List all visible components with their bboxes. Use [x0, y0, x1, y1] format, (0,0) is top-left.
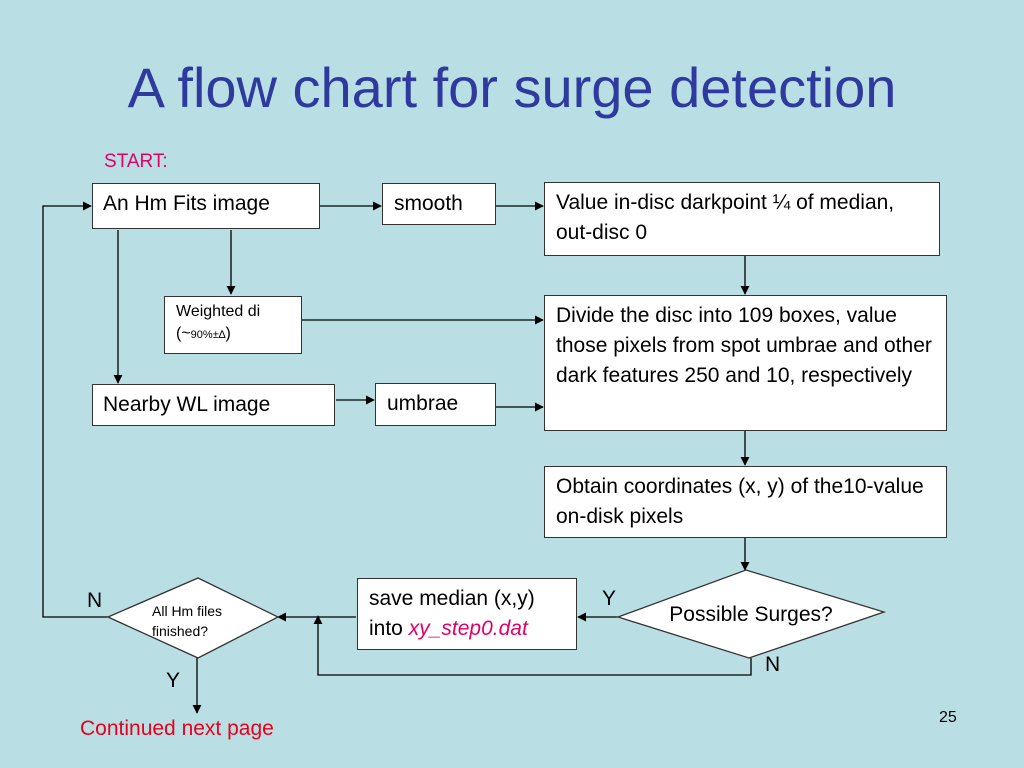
weighted-line2: (~90%±∆): [176, 325, 231, 342]
weighted-box: Weighted di (~90%±∆): [164, 296, 302, 354]
edge-label-allhm-no: N: [87, 589, 103, 612]
save-median-line2: into xy_step0.dat: [369, 617, 528, 640]
darkpoint-box: Value in-disc darkpoint ¼ of median, out…: [544, 182, 940, 256]
start-label: START:: [104, 151, 168, 172]
smooth-text: smooth: [394, 192, 463, 215]
edge-label-surges-no: N: [765, 653, 781, 676]
nearby-wl-image-text: Nearby WL image: [103, 393, 271, 416]
save-median-box: save median (x,y) into xy_step0.dat: [357, 578, 577, 650]
edge-label-surges-yes: Y: [602, 587, 617, 610]
continued-next-page: Continued next page: [80, 717, 274, 740]
possible-surges-diamond: [615, 569, 887, 659]
hm-fits-image-text: An Hm Fits image: [103, 192, 270, 215]
all-hm-diamond: [106, 577, 280, 659]
page-number: 25: [939, 709, 957, 726]
arrow-surges-no-loop: [313, 615, 752, 676]
possible-surges-text: Possible Surges?: [669, 603, 833, 626]
umbrae-box: umbrae: [375, 383, 496, 426]
obtain-box: Obtain coordinates (x, y) of the10-value…: [544, 466, 947, 538]
save-median-filename: xy_step0.dat: [408, 617, 528, 640]
slide-title: A flow chart for surge detection: [127, 56, 897, 119]
divide-text: Divide the disc into 109 boxes, value th…: [556, 304, 932, 387]
save-median-line1: save median (x,y): [369, 587, 535, 610]
arrow-allhm-no-loop: [42, 201, 108, 618]
edge-label-allhm-yes: Y: [166, 669, 181, 692]
smooth-box: smooth: [382, 183, 496, 225]
hm-fits-image-box: An Hm Fits image: [92, 183, 320, 229]
all-hm-text: All Hm files finished?: [152, 603, 223, 639]
nearby-wl-image-box: Nearby WL image: [92, 384, 335, 426]
darkpoint-text: Value in-disc darkpoint ¼ of median, out…: [556, 191, 895, 244]
divide-box: Divide the disc into 109 boxes, value th…: [544, 295, 947, 431]
obtain-text: Obtain coordinates (x, y) of the10-value…: [556, 475, 924, 528]
weighted-line1: Weighted di: [176, 303, 261, 320]
umbrae-text: umbrae: [387, 392, 459, 415]
